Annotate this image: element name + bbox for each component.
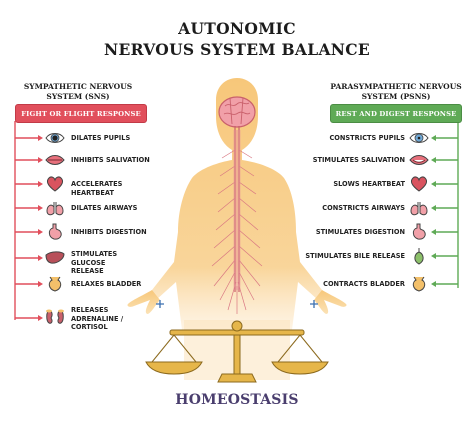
- left-hand: [127, 290, 160, 314]
- parasympathetic-item-label: SLOWS HEARTBEAT: [333, 180, 405, 188]
- brain-shape: [218, 96, 256, 128]
- parasympathetic-arrowheads: [431, 135, 436, 287]
- mouth-icon: [45, 155, 65, 165]
- parasympathetic-item-label: CONTRACTS BLADDER: [323, 280, 405, 288]
- parasympathetic-item-label: CONSTRICTS AIRWAYS: [322, 204, 405, 212]
- title-line-2: NERVOUS SYSTEM BALANCE: [104, 40, 370, 59]
- right-hand: [314, 290, 347, 314]
- bladder-icon: [48, 276, 62, 292]
- lungs-icon: [46, 202, 64, 216]
- parasympathetic-name-line-1: PARASYMPATHETIC NERVOUS: [330, 82, 462, 91]
- sympathetic-name-line-1: SYMPATHETIC NERVOUS: [23, 82, 133, 91]
- torso-shape: [152, 78, 322, 330]
- eye-icon: [45, 133, 65, 143]
- sympathetic-arrowheads: [38, 135, 43, 321]
- heart-icon: [46, 176, 64, 192]
- eye-icon: [409, 133, 429, 143]
- diagram-title: AUTONOMIC NERVOUS SYSTEM BALANCE: [0, 18, 474, 60]
- stomach-icon: [412, 223, 426, 240]
- liver-icon: [45, 251, 65, 264]
- sympathetic-item-label: RELAXES BLADDER: [71, 280, 142, 288]
- sympathetic-item-label: STIMULATES GLUCOSE RELEASE: [71, 250, 118, 275]
- sympathetic-item-label: DILATES PUPILS: [71, 134, 131, 142]
- fight-or-flight-banner: FIGHT OR FLIGHT RESPONSE: [15, 104, 147, 123]
- sympathetic-item-label: ACCELERATES HEARTBEAT: [71, 180, 123, 197]
- kidneys-icon: [46, 309, 64, 324]
- sympathetic-item-label: DILATES AIRWAYS: [71, 204, 138, 212]
- sympathetic-item-label: RELEASES ADRENALINE / CORTISOL: [71, 306, 124, 331]
- bladder-icon: [412, 276, 426, 292]
- stomach-icon: [48, 223, 62, 240]
- sympathetic-system-name: SYMPATHETIC NERVOUS SYSTEM (SNS): [8, 82, 148, 102]
- spinal-nerves: [211, 149, 263, 314]
- balance-scale: [145, 320, 329, 383]
- sympathetic-item-label: INHIBITS DIGESTION: [71, 228, 147, 236]
- title-line-1: AUTONOMIC: [178, 19, 296, 38]
- sparkles: [156, 300, 318, 308]
- parasympathetic-system-name: PARASYMPATHETIC NERVOUS SYSTEM (PSNS): [326, 82, 466, 102]
- lungs-icon: [410, 202, 428, 216]
- parasympathetic-name-line-2: SYSTEM (PSNS): [361, 92, 431, 101]
- parasympathetic-item-label: STIMULATES SALIVATION: [312, 156, 405, 164]
- heart-icon: [410, 176, 428, 192]
- sympathetic-bracket: [14, 121, 38, 320]
- sympathetic-item-label: INHIBITS SALIVATION: [71, 156, 150, 164]
- parasympathetic-bracket: [436, 121, 459, 288]
- sympathetic-name-line-2: SYSTEM (SNS): [46, 92, 110, 101]
- parasympathetic-item-label: STIMULATES DIGESTION: [315, 228, 405, 236]
- rest-and-digest-banner: REST AND DIGEST RESPONSE: [330, 104, 462, 123]
- parasympathetic-item-label: CONSTRICTS PUPILS: [329, 134, 405, 142]
- homeostasis-label: HOMEOSTASIS: [175, 392, 299, 408]
- parasympathetic-item-label: STIMULATES BILE RELEASE: [305, 252, 405, 260]
- gallbladder-icon: [414, 248, 424, 265]
- mouth-icon: [409, 155, 429, 165]
- spinal-cord: [234, 126, 240, 292]
